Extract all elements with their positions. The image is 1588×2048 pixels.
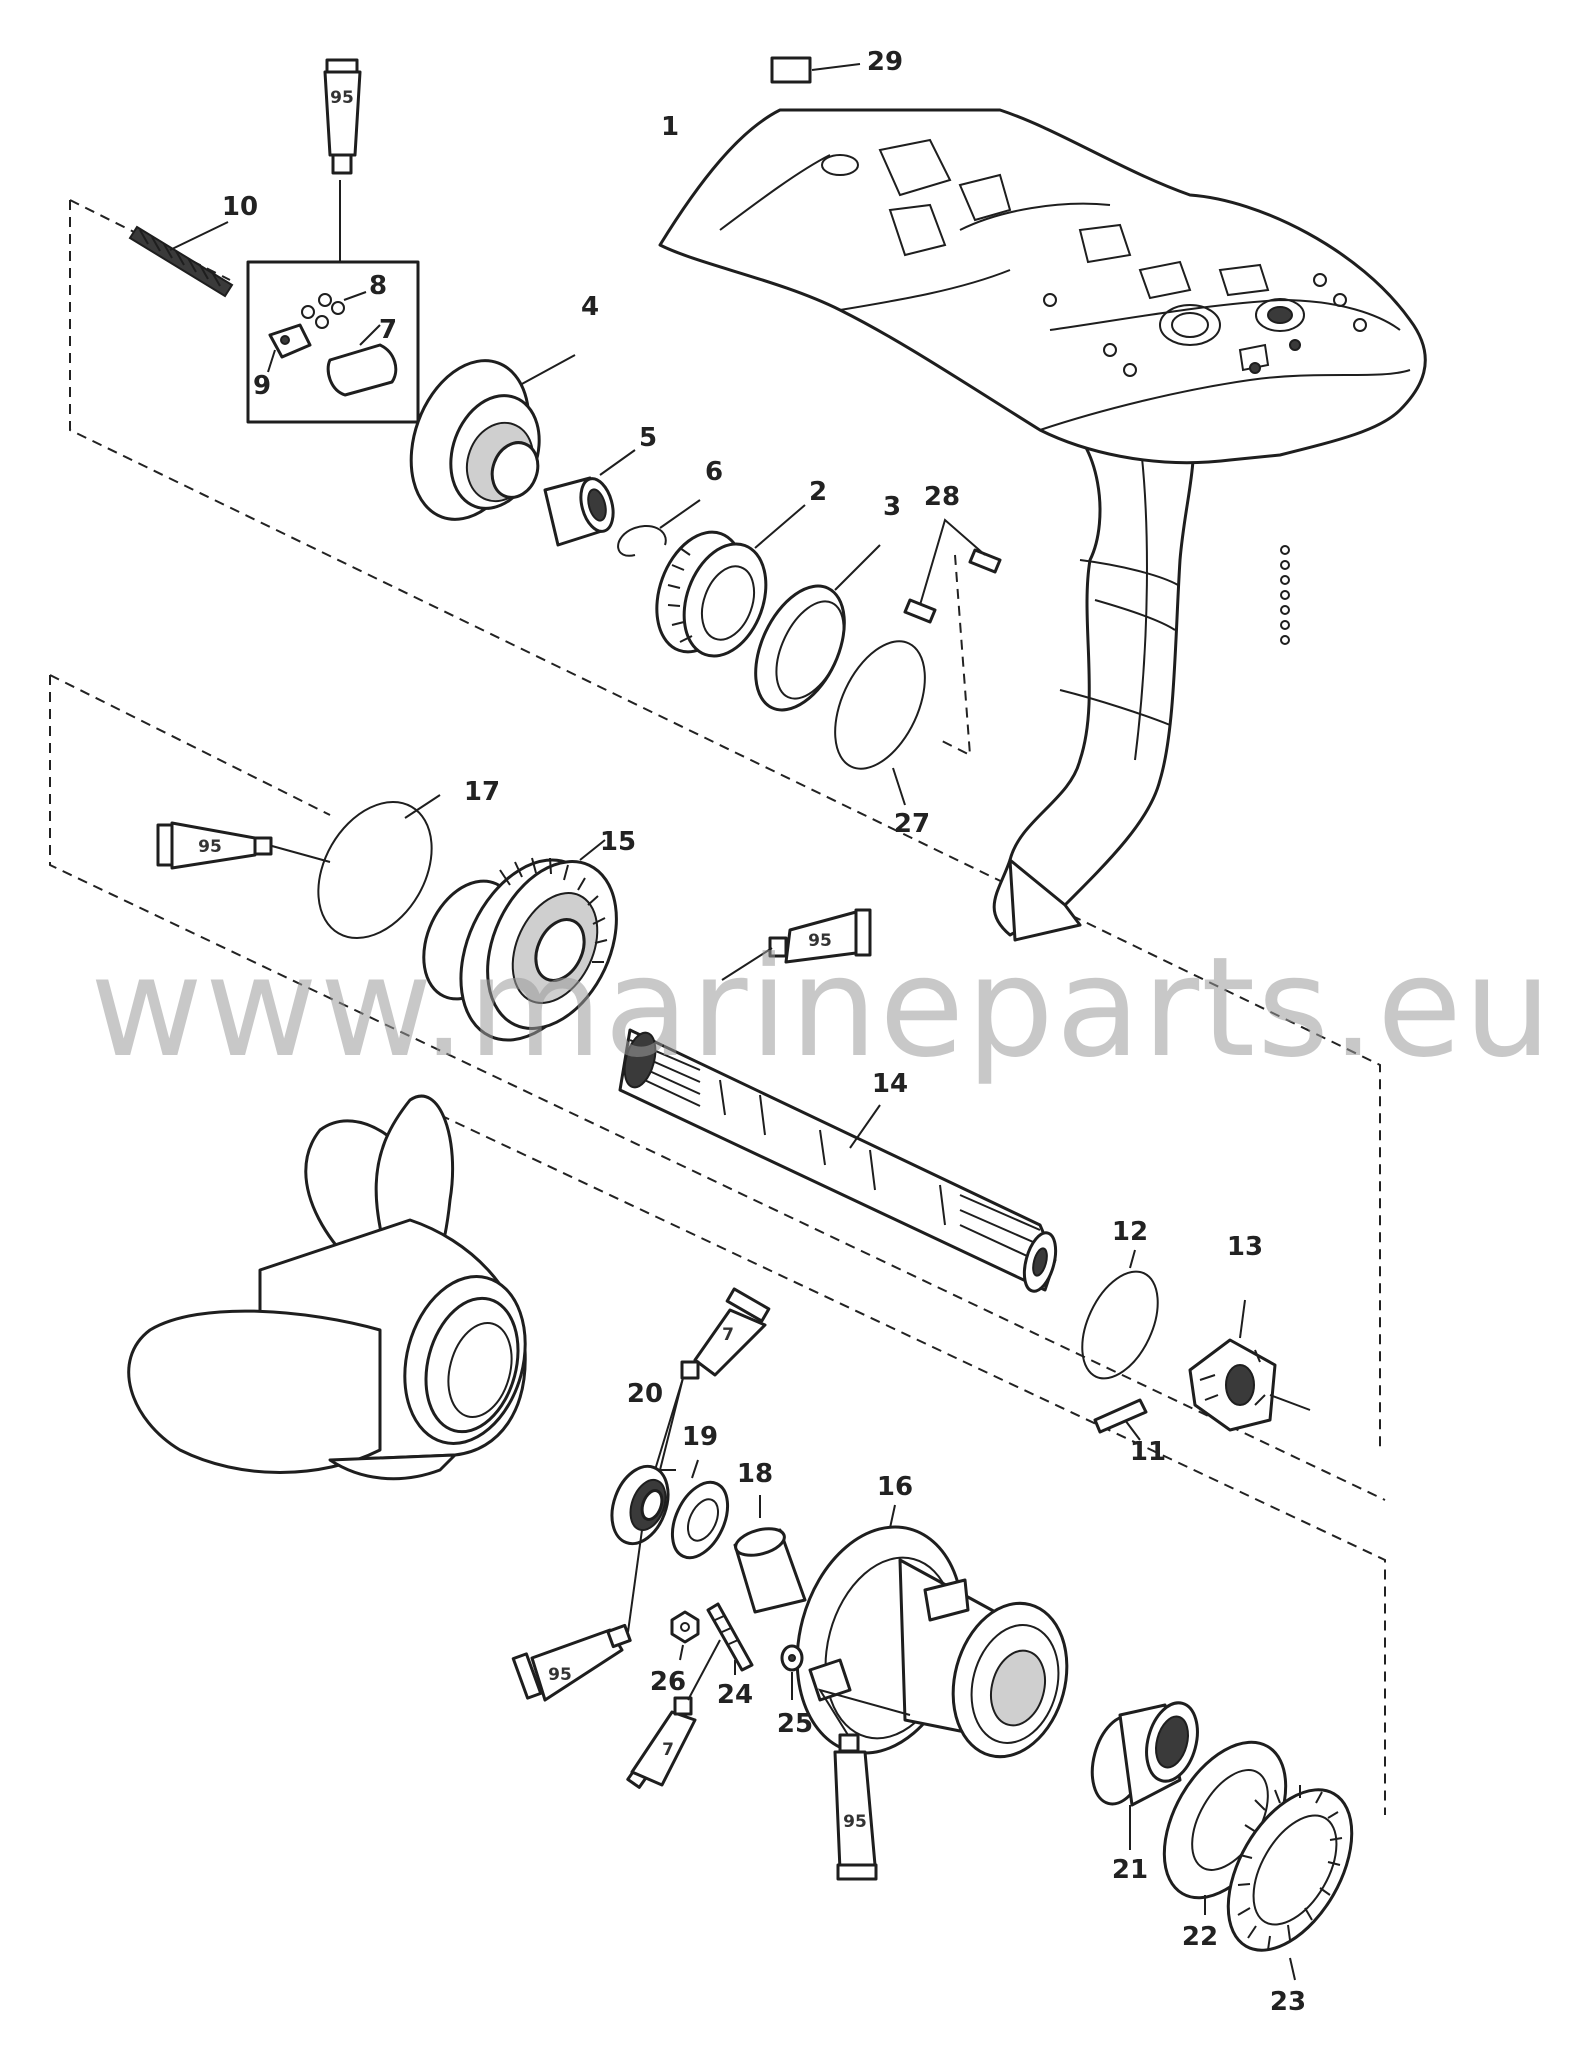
tube-label: 95 [843, 1812, 867, 1832]
callout-4: 4 [581, 292, 599, 322]
forward-gear-part-15 [422, 857, 618, 1042]
thrust-bearing-part-23 [1226, 1785, 1354, 1952]
callout-9: 9 [253, 371, 271, 401]
sealant-tube-7-lower: 7 [626, 1696, 697, 1789]
lubricant-tube-95-center: 95 [768, 908, 872, 964]
callout-7: 7 [379, 315, 397, 345]
kit-balls-part-8 [301, 293, 345, 329]
callout-18: 18 [737, 1459, 773, 1489]
cross-pin-part-11 [1093, 1398, 1148, 1434]
washer-part-19 [670, 1480, 730, 1560]
assembly-outline-lower [49, 674, 1386, 1815]
lubricant-tube-95-lower: 95 [511, 1623, 632, 1702]
callout-13: 13 [1227, 1232, 1263, 1262]
tapered-bearing-part-2 [655, 530, 768, 658]
nut-part-26 [670, 1610, 700, 1644]
seal-part-20 [610, 1464, 670, 1546]
tube-label: 95 [548, 1665, 572, 1685]
bearing-carrier-part-4 [409, 359, 541, 521]
callout-8: 8 [369, 271, 387, 301]
o-ring-part-27 [834, 640, 926, 770]
callout-27: 27 [894, 809, 930, 839]
callout-11: 11 [1130, 1437, 1166, 1467]
retaining-ring-part-6 [617, 525, 667, 557]
gear-housing [658, 108, 1427, 942]
callout-labels: 29 1 10 8 7 9 4 5 6 2 3 28 27 17 15 14 1… [222, 47, 1306, 2017]
needle-bearing-part-5 [543, 476, 615, 547]
tube-label: 95 [330, 88, 354, 108]
callout-1: 1 [661, 112, 679, 142]
tube-label: 95 [808, 931, 832, 951]
bushing-part-18 [733, 1527, 807, 1614]
callout-6: 6 [705, 457, 723, 487]
shift-clutch-part-13 [1188, 1338, 1277, 1432]
roller-bearing-part-21 [1090, 1701, 1199, 1807]
watermark: www.marineparts.eu [90, 927, 1553, 1088]
propeller-shaft-part-14 [618, 1028, 1058, 1293]
spring-part-10 [128, 225, 234, 298]
callout-14: 14 [872, 1069, 908, 1099]
callout-16: 16 [877, 1472, 913, 1502]
o-ring-part-17 [317, 801, 433, 939]
stud-part-24 [706, 1602, 754, 1672]
pins-part-28 [903, 548, 1002, 624]
callout-28: 28 [924, 482, 960, 512]
callout-25: 25 [777, 1709, 813, 1739]
callout-20: 20 [627, 1379, 663, 1409]
lubricant-tube-95-left: 95 [156, 821, 273, 870]
callout-29: 29 [867, 47, 903, 77]
callout-19: 19 [682, 1422, 718, 1452]
o-ring-part-12 [1081, 1270, 1159, 1380]
callout-5: 5 [639, 423, 657, 453]
detent-part-9 [268, 323, 312, 359]
propeller [127, 1094, 527, 1481]
callout-23: 23 [1270, 1987, 1306, 2017]
lubricant-tube-95-top: 95 [323, 58, 362, 175]
callout-21: 21 [1112, 1855, 1148, 1885]
callout-22: 22 [1182, 1922, 1218, 1952]
tube-label: 95 [198, 837, 222, 857]
housing-drain-holes [1280, 545, 1290, 645]
washer-part-25 [780, 1644, 804, 1672]
callout-24: 24 [717, 1680, 753, 1710]
bearing-race-part-3 [754, 584, 846, 712]
cam-follower-part-7 [326, 343, 398, 397]
callout-15: 15 [600, 827, 636, 857]
tube-label: 7 [662, 1740, 674, 1760]
tube-label: 7 [722, 1325, 734, 1345]
callout-12: 12 [1112, 1217, 1148, 1247]
callout-3: 3 [883, 492, 901, 522]
callout-17: 17 [464, 777, 500, 807]
callout-10: 10 [222, 192, 258, 222]
callout-26: 26 [650, 1667, 686, 1697]
sealant-tube-7-upper: 7 [680, 1287, 771, 1380]
bearing-carrier-part-16 [795, 1525, 1069, 1759]
callout-2: 2 [809, 477, 827, 507]
lubricant-tube-95-bottom: 95 [833, 1733, 878, 1881]
decal-part-29 [770, 56, 812, 84]
